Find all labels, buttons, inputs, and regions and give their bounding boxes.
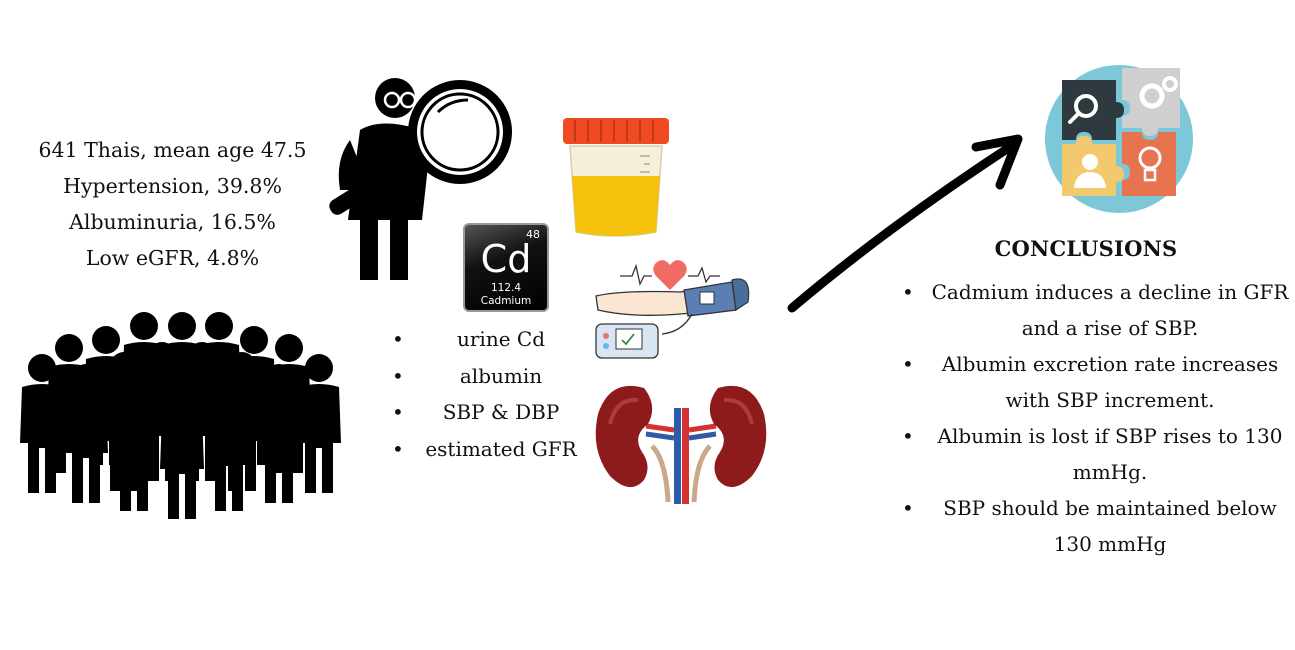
cohort-stats: 641 Thais, mean age 47.5 Hypertension, 3… — [20, 132, 325, 276]
list-item: SBP & DBP — [392, 394, 592, 431]
atomic-number: 48 — [526, 228, 540, 241]
atomic-mass: 112.4 — [490, 282, 522, 294]
stat-cohort: 641 Thais, mean age 47.5 — [38, 138, 307, 162]
stat-low-egfr: Low eGFR, 4.8% — [85, 246, 260, 270]
list-item: Albumin excretion rate increases with SB… — [898, 346, 1290, 418]
crowd-icon — [20, 312, 341, 519]
stat-albuminuria: Albuminuria, 16.5% — [69, 210, 276, 234]
list-item: albumin — [392, 358, 592, 395]
measurement-list: urine Cd albumin SBP & DBP estimated GFR — [392, 321, 592, 467]
conclusions-title: CONCLUSIONS — [994, 236, 1178, 261]
puzzle-icon — [1045, 65, 1193, 213]
element-name: Cadmium — [480, 295, 532, 307]
cadmium-element-tile: 48 Cd 112.4 Cadmium — [463, 223, 549, 312]
list-item: urine Cd — [392, 321, 592, 358]
stat-hypertension: Hypertension, 39.8% — [63, 174, 282, 198]
list-item: SBP should be maintained below 130 mmHg — [898, 490, 1290, 562]
urine-cup-icon — [563, 118, 669, 237]
element-symbol: Cd — [480, 237, 532, 281]
conclusions-list: Cadmium induces a decline in GFR and a r… — [898, 274, 1290, 562]
blood-pressure-monitor-icon — [595, 260, 750, 359]
researcher-magnifier-icon — [329, 78, 512, 280]
list-item: Cadmium induces a decline in GFR and a r… — [898, 274, 1290, 346]
arrow-icon — [787, 134, 1023, 313]
list-item: Albumin is lost if SBP rises to 130 mmHg… — [898, 418, 1290, 490]
kidneys-icon — [595, 385, 767, 504]
list-item: estimated GFR — [392, 431, 592, 468]
